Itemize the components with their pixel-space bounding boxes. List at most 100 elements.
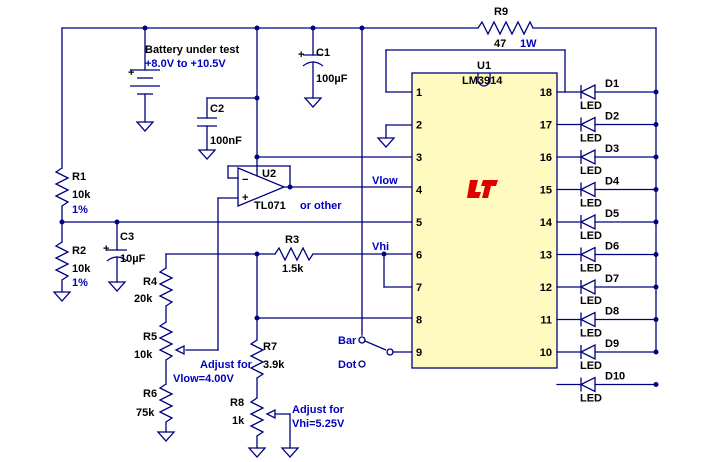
- svg-text:+: +: [242, 192, 248, 204]
- r1-label: R1: [72, 171, 86, 183]
- ground-symbols: [52, 97, 396, 458]
- r6-label: R6: [143, 388, 157, 400]
- u2-alt-text: or other: [300, 200, 342, 212]
- r4-value: 20k: [134, 293, 153, 305]
- c1-label: C1: [316, 47, 330, 59]
- r1-tolerance: 1%: [72, 204, 88, 216]
- ic-pin-left: 2: [416, 120, 422, 132]
- resistor-r9: [477, 20, 534, 36]
- resistor-r2: [54, 241, 70, 293]
- r2-label: R2: [72, 245, 86, 257]
- led-name: D5: [605, 208, 619, 220]
- led-type: LED: [580, 328, 602, 340]
- r3-label: R3: [285, 234, 299, 246]
- battery-symbol: +: [128, 67, 160, 123]
- ic-pin-left: 8: [416, 315, 422, 327]
- led-type: LED: [580, 133, 602, 145]
- r8-value: 1k: [232, 415, 245, 427]
- led-type: LED: [580, 360, 602, 372]
- pin8-net: [256, 253, 413, 341]
- u2-value: TL071: [254, 200, 286, 212]
- potentiometer-r8: [249, 397, 291, 449]
- r7-value: 3.9k: [263, 359, 285, 371]
- adjust-vlow-line2: Vlow=4.00V: [173, 373, 235, 385]
- c3-label: C3: [120, 231, 134, 243]
- vlow-net-label: Vlow: [372, 175, 398, 187]
- resistor-r4: [158, 267, 174, 323]
- led-type: LED: [580, 165, 602, 177]
- ic-pin-right: 14: [540, 217, 553, 229]
- led-name: D3: [605, 143, 619, 155]
- r2-tolerance: 1%: [72, 277, 88, 289]
- led-type: LED: [580, 100, 602, 112]
- ic-pin-left: 1: [416, 87, 422, 99]
- ic-pin-left: 3: [416, 152, 422, 164]
- led-type: LED: [580, 230, 602, 242]
- potentiometer-r5: [158, 321, 185, 385]
- ic-pin-right: 11: [540, 315, 552, 327]
- ic-pin-right: 10: [540, 347, 552, 359]
- r7-label: R7: [263, 341, 277, 353]
- led-name: D8: [605, 306, 619, 318]
- capacitor-c2: [197, 117, 217, 151]
- r9-power: 1W: [520, 38, 537, 50]
- r2-value: 10k: [72, 263, 91, 275]
- ic-pin-left: 5: [416, 217, 422, 229]
- ic-pin-left: 9: [416, 347, 422, 359]
- ic-pin-right: 13: [540, 250, 552, 262]
- led-type: LED: [580, 393, 602, 405]
- resistor-r1: [54, 167, 70, 243]
- u1-value: LM3914: [462, 75, 503, 87]
- svg-text:+: +: [298, 49, 304, 61]
- pin1-pin2-net: [385, 49, 566, 139]
- junction-dots: [59, 25, 387, 321]
- capacitor-c1: +: [298, 49, 324, 99]
- led-type: LED: [580, 263, 602, 275]
- bar-dot-switch: [358, 329, 413, 368]
- adjust-vhi-line1: Adjust for: [292, 404, 345, 416]
- vhi-net-label: Vhi: [372, 241, 389, 253]
- led-name: D7: [605, 273, 619, 285]
- ic-pin-left: 4: [416, 185, 423, 197]
- r1-value: 10k: [72, 189, 91, 201]
- ic-pin-right: 18: [540, 87, 552, 99]
- led-type: LED: [580, 198, 602, 210]
- c3-value: 10µF: [120, 253, 146, 265]
- led-name: D1: [605, 78, 619, 90]
- r6-value: 75k: [136, 407, 155, 419]
- ic-pin-right: 17: [540, 120, 552, 132]
- pin5-net: +: [61, 221, 413, 283]
- led-name: D2: [605, 111, 619, 123]
- switch-dot-label: Dot: [338, 359, 357, 371]
- r8-label: R8: [230, 397, 244, 409]
- opamp-u2: − +: [185, 165, 413, 351]
- r4-label: R4: [143, 276, 158, 288]
- resistor-r6: [158, 383, 174, 433]
- led-name: D9: [605, 338, 619, 350]
- svg-text:+: +: [103, 243, 109, 255]
- switch-bar-label: Bar: [338, 335, 357, 347]
- led-name: D10: [605, 371, 625, 383]
- c2-label: C2: [210, 103, 224, 115]
- ic-u1: [411, 72, 558, 369]
- r5-label: R5: [143, 331, 157, 343]
- battery-name: Battery under test: [145, 44, 239, 56]
- r9-value: 47: [494, 38, 506, 50]
- ic-pin-right: 16: [540, 152, 552, 164]
- battery-plus-sign: +: [128, 67, 134, 79]
- ic-pin-left: 6: [416, 250, 422, 262]
- ic-pin-right: 15: [540, 185, 552, 197]
- r9-label: R9: [494, 6, 508, 18]
- ic-pin-left: 7: [416, 282, 422, 294]
- adjust-vhi-line2: Vhi=5.25V: [292, 418, 345, 430]
- ic-pins-left: 1 2 3 4 5 6 7 8 9: [416, 87, 423, 359]
